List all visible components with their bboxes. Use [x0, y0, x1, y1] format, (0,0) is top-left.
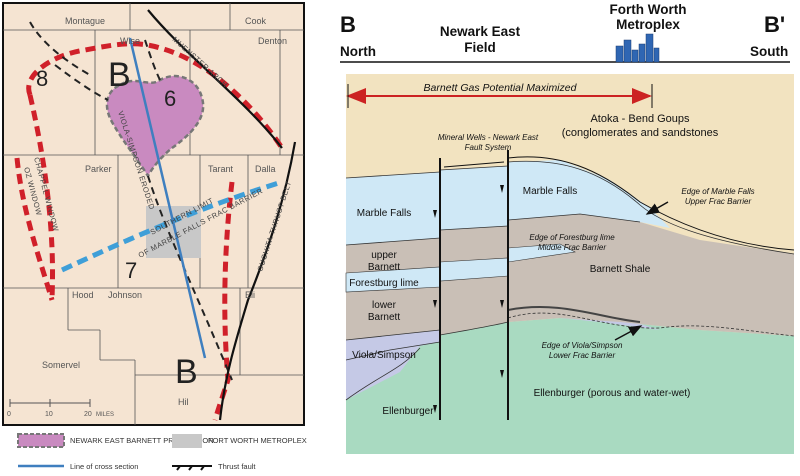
mineral-wells-line1: Mineral Wells - Newark East [438, 133, 539, 142]
upper-barnett-line1: upper [371, 250, 397, 261]
legend-cross-section-label: Line of cross section [70, 462, 138, 471]
layer-barnett-middle [440, 226, 508, 335]
legend-metroplex-swatch [172, 434, 202, 448]
ellenburger-right-label: Ellenburger (porous and water-wet) [534, 388, 691, 399]
county-hill: Hil [178, 397, 189, 407]
faults [439, 150, 795, 420]
fault-arrows [433, 185, 504, 413]
edge-marble-line2: Upper Frac Barrier [685, 197, 752, 206]
fort-worth-metroplex-line1: Forth Worth [610, 2, 687, 17]
newark-east-field-line2: Field [464, 40, 496, 55]
atoka-line2: (conglomerates and sandstones [562, 127, 719, 139]
upper-barnett-line2: Barnett [368, 262, 400, 273]
county-hood: Hood [72, 290, 94, 300]
marble-falls-barrier-line [60, 179, 283, 273]
viola-simpson-label: Viola/Simpson [352, 350, 416, 361]
scale-unit: MILES [96, 412, 114, 418]
county-parker: Parker [85, 164, 112, 174]
map-label-7: 7 [125, 258, 137, 283]
fort-worth-metroplex-line2: Metroplex [616, 17, 680, 32]
map-legend: NEWARK EAST BARNETT PRODUCTION FORT WORT… [17, 433, 307, 471]
scale-zero: 0 [7, 411, 11, 418]
edge-forestburg-line2: Middle Frac Barrier [538, 243, 606, 252]
section-north: North [340, 44, 376, 59]
marble-falls-left-label: Marble Falls [357, 208, 411, 219]
section-south: South [750, 44, 788, 59]
map-label-b-bottom: B [175, 353, 198, 391]
barnett-potential-label: Barnett Gas Potential Maximized [424, 82, 578, 94]
legend-thrust-fault-swatch [172, 465, 212, 471]
edge-viola-arrow [614, 325, 643, 341]
map-panel: Montague Cook Wise Denton Parker Tarant … [2, 2, 305, 426]
mineral-wells-line2: Fault System [465, 143, 512, 152]
edge-viola-line2: Lower Frac Barrier [549, 351, 616, 360]
county-cook: Cook [245, 16, 267, 26]
edge-forestburg-line1: Edge of Forestburg lime [529, 233, 615, 242]
layer-boundaries [345, 160, 795, 401]
edge-marble-line1: Edge of Marble Falls [681, 187, 754, 196]
red-dashed-boundaries [14, 41, 285, 421]
marble-falls-right-label: Marble Falls [523, 186, 577, 197]
legend-production-swatch [17, 433, 65, 448]
layer-marble-falls-mid [440, 166, 508, 230]
scale-twenty: 20 [84, 411, 92, 418]
edge-marble-arrow [645, 201, 669, 215]
county-dallas: Dalla [255, 164, 276, 174]
forestburg-label: Forestburg lime [349, 278, 419, 289]
newark-east-field-line1: Newark East [440, 24, 521, 39]
metroplex-skyline [615, 33, 660, 63]
county-denton: Denton [258, 36, 287, 46]
county-ellis: Eli [245, 290, 255, 300]
legend-production-label: NEWARK EAST BARNETT PRODUCTION [70, 436, 214, 445]
section-b-right: B' [764, 12, 785, 37]
atoka-line1: Atoka - Bend Goups [590, 113, 690, 125]
county-wise: Wise [120, 36, 140, 46]
cross-section-line [128, 37, 207, 359]
edge-viola-line1: Edge of Viola/Simpson [542, 341, 623, 350]
county-montague: Montague [65, 16, 105, 26]
thrust-faults [147, 9, 297, 421]
lower-barnett-line2: Barnett [368, 312, 400, 323]
scale-ten: 10 [45, 411, 53, 418]
layer-barnett-right [508, 214, 794, 336]
layer-ellenburger-right [440, 318, 794, 454]
scale-bar: 0 10 20 MILES [7, 399, 114, 418]
map-label-8: 8 [36, 66, 48, 91]
county-tarrant: Tarant [208, 164, 234, 174]
county-johnson: Johnson [108, 290, 142, 300]
cross-section-panel: B B' North South Newark East Field Forth… [340, 2, 795, 454]
lower-barnett-line1: lower [372, 300, 397, 311]
layer-marble-falls-right [508, 160, 670, 228]
layer-viola-simpson-left [346, 326, 440, 400]
geology-layers [345, 74, 794, 454]
ellenburger-left-label: Ellenburger [382, 406, 434, 417]
barnett-shale-label: Barnett Shale [590, 264, 651, 275]
layer-marble-falls-left [346, 172, 440, 245]
legend-thrust-fault-label: Thrust fault [218, 462, 256, 471]
map-label-b-top: B [108, 56, 131, 94]
section-b-left: B [340, 12, 356, 37]
county-somervell: Somervel [42, 360, 80, 370]
legend-metroplex-label: FORT WORTH METROPLEX [208, 436, 307, 445]
map-label-6: 6 [164, 86, 176, 111]
black-dashed-lines [29, 21, 233, 381]
